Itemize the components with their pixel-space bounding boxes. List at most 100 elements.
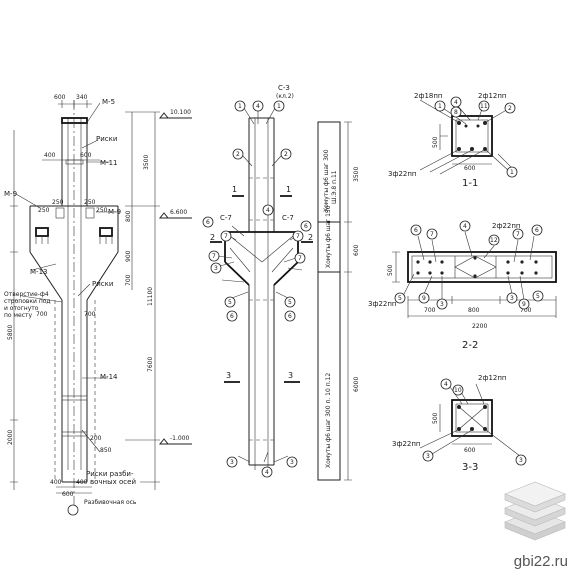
- label-c7-left: С-7: [220, 214, 232, 222]
- sec22-dim-700b: 700: [520, 307, 532, 314]
- callout-7-right: [292, 230, 304, 242]
- column-outline-lower: [61, 300, 88, 483]
- sec33-callout-10-text: 10: [454, 387, 462, 394]
- sec11-callout-1b: [506, 166, 518, 178]
- bar: [428, 260, 432, 264]
- section-3-3-hoop: [455, 403, 489, 433]
- sec11-bars-top2: 2ф12пп: [478, 92, 507, 100]
- dim-11100: 11100: [147, 287, 154, 306]
- bar: [428, 271, 432, 275]
- rebar-cage-lower: [248, 285, 275, 466]
- bar: [473, 256, 477, 260]
- bar: [506, 260, 510, 264]
- dim-lines-left: [10, 130, 18, 490]
- sec22-dims: [392, 251, 557, 318]
- dim-top-600: 600: [54, 94, 66, 101]
- plate-m9-right: [85, 207, 95, 219]
- callout-7-right-b: [294, 252, 306, 264]
- sec22-title: 2-2: [462, 340, 478, 351]
- callout-7-left-b-text: 7: [212, 253, 216, 260]
- callout-6-left: [202, 216, 214, 228]
- dim-bottom: [56, 486, 92, 494]
- level-10100: 10.100: [170, 109, 191, 116]
- callout-5-right: [284, 296, 296, 308]
- middle-callouts: 1 4 1 С-3 (кл.2) 2 2 1 1 С-7 С-7 2 2 6 7…: [202, 84, 313, 478]
- section-mark-1-right: 1: [286, 185, 291, 194]
- sec33-callout-3b-text: 3: [519, 457, 523, 464]
- sec22-callout-9-text: 9: [422, 295, 426, 302]
- axis-bubble: [67, 504, 79, 516]
- dim-250-c: 250: [84, 199, 96, 206]
- callout-1-top-right-text: 1: [277, 103, 281, 110]
- label-m14: М-14: [100, 373, 118, 381]
- bar: [534, 271, 538, 275]
- leader-lines: [15, 102, 120, 453]
- bracket-rebar: [224, 231, 299, 286]
- section-2-2-diamond: [454, 255, 497, 279]
- callout-5-left: [224, 296, 236, 308]
- dim-250-a: 250: [38, 207, 50, 214]
- sec33-callout-4-text: 4: [444, 381, 448, 388]
- callout-7-right-b-text: 7: [298, 255, 302, 262]
- section-2-2-outline: [407, 251, 557, 283]
- note-hoops-lower: Хомуты ф6 шаг 300 п. 10 п.12: [325, 373, 332, 468]
- dim-700-right: 700: [84, 311, 96, 318]
- note-hoops-middle: Хомуты ф6 шаг 150: [325, 205, 332, 268]
- sec22-callout-5-text: 5: [398, 295, 402, 302]
- sec33-callout-3b: [515, 454, 527, 466]
- sec22-callout-12: [488, 234, 500, 246]
- note-hoops-upper: Хомуты ф6 шаг 300: [323, 149, 330, 212]
- sec22-callout-6-text: 6: [414, 227, 418, 234]
- label-m9-right: М-9: [108, 208, 121, 216]
- callout-2-left: [232, 148, 244, 160]
- sec33-callout-3-text: 3: [426, 453, 430, 460]
- level-marker-10100: [158, 112, 192, 119]
- bar: [464, 124, 468, 128]
- section-mark-2-right: 2: [308, 233, 313, 242]
- hoop-notes-column: Хомуты ф6 шаг 300 Ш.Э.8 п.11 Хомуты ф6 ш…: [317, 121, 360, 481]
- sec22-bars-left: 3ф22пп: [368, 300, 397, 308]
- label-c3: С-3: [278, 84, 290, 92]
- dim-2000: 2000: [7, 430, 14, 445]
- rebar-cage-upper: [248, 117, 275, 232]
- label-riska-mid: Риски: [92, 280, 113, 288]
- left-column-view: [10, 100, 192, 516]
- sec22-callout-4: [459, 220, 471, 232]
- section-mark-1-left: 1: [232, 185, 237, 194]
- sec22-bars-top: 2ф22пп: [492, 222, 521, 230]
- callout-3-bottom-right: [286, 456, 298, 468]
- notes-dim-6000: 6000: [353, 377, 360, 392]
- sec33-callout-4: [440, 378, 452, 390]
- sec11-callout-8: [450, 106, 462, 118]
- sec11-title: 1-1: [462, 178, 478, 189]
- sec22-callout-4-text: 4: [463, 223, 467, 230]
- label-m13: М-13: [30, 268, 47, 276]
- inner-line: [67, 118, 82, 470]
- sec11-callout-1b-text: 1: [510, 169, 514, 176]
- embedded-plate-left: [35, 227, 49, 237]
- section-1-1: 2ф18пп 2ф12пп 3ф22пп 500 600 1-1 1 4 8 1…: [388, 92, 518, 189]
- sec22-dim-2200: 2200: [472, 323, 487, 330]
- callout-2-right-text: 2: [284, 151, 288, 158]
- section-mark-3-left: 3: [226, 371, 231, 380]
- bracket-diagonals: [229, 235, 294, 273]
- sec11-bars-top: 2ф18пп: [414, 92, 443, 100]
- dim-400-bottom: 400: [50, 479, 62, 486]
- section-1-1-hoop: [455, 119, 489, 153]
- callout-4-bottom: [261, 466, 273, 478]
- column-bracket-outline: [29, 205, 119, 301]
- sec11-callout-4-text: 4: [454, 99, 458, 106]
- sec22-callout-7: [426, 228, 438, 240]
- level-minus-1000: -1.000: [170, 435, 190, 442]
- embedded-plate-right: [99, 227, 113, 237]
- bar: [470, 427, 474, 431]
- callout-6-lower-right-text: 6: [288, 313, 292, 320]
- callout-6-lower-left: [226, 310, 238, 322]
- bar: [470, 147, 474, 151]
- sec22-callout-3-text: 3: [440, 301, 444, 308]
- notes-dim-line: [344, 121, 352, 481]
- label-c7-right: С-7: [282, 214, 294, 222]
- sec22-callout-5b-text: 5: [536, 293, 540, 300]
- sec22-callout-3: [436, 298, 448, 310]
- sec22-callout-9b: [518, 298, 530, 310]
